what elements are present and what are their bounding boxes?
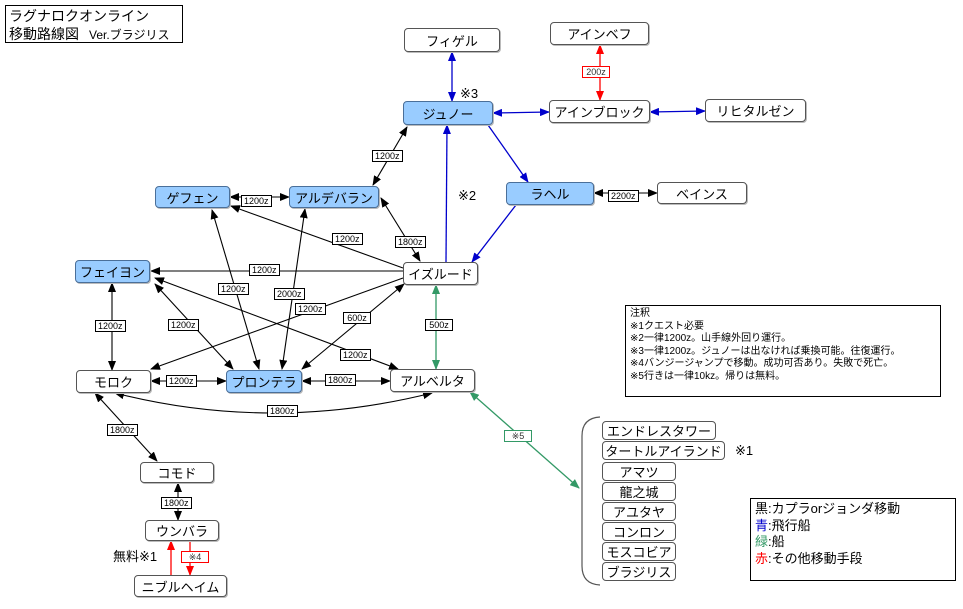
note-line: ※5行きは一律10kz。帰りは無料。 [630, 370, 786, 382]
island-moscovia[interactable]: モスコビア [602, 542, 676, 561]
title-line1: ラグナロクオンライン [9, 8, 149, 24]
edge-izlude-geffen [230, 205, 404, 269]
edge-label-morroc-prontera: 1200z [166, 375, 197, 387]
legend-text: :飛行船 [768, 517, 811, 533]
island-turtle-island[interactable]: タートルアイランド [602, 441, 725, 460]
island-amatsu[interactable]: アマツ [602, 462, 676, 481]
node-lighthalzen[interactable]: リヒタルゼン [705, 99, 806, 122]
title-main: 移動路線図 [9, 26, 79, 42]
notes-heading: 注釈 [630, 308, 650, 319]
edge-label-payon-prontera: 1200z [168, 319, 199, 331]
edge-label-izlude-geffen: 1200z [332, 233, 363, 245]
note-line: ※4バンジージャンプで移動。成功可否あり。失敗で死亡。 [630, 358, 894, 369]
notes-box: 注釈 ※1クエスト必要 ※2一律1200z。山手線外回り運行。 ※3一律1200… [625, 305, 941, 397]
legend-box: 黒:カプラorジョンダ移動 青:飛行船 緑:船 赤:その他移動手段 [750, 498, 956, 581]
juno-note-mark: ※3 [460, 86, 479, 101]
island-kunlun[interactable]: コンロン [602, 522, 676, 541]
note-line: ※1クエスト必要 [630, 320, 704, 332]
edge-label-aldebaran-prontera: 2000z [274, 288, 305, 300]
legend-key: 青 [755, 517, 769, 533]
node-comodo[interactable]: コモド [140, 462, 214, 483]
title-version: Ver.ブラジリス [89, 28, 170, 42]
map-title: ラグナロクオンライン 移動路線図 Ver.ブラジリス [5, 5, 183, 43]
island-endless-tower[interactable]: エンドレスタワー [602, 421, 716, 440]
node-payon[interactable]: フェイヨン [75, 260, 150, 283]
edge-label-payon-morroc: 1200z [95, 320, 126, 332]
edge-aldebaran-izlude [380, 197, 421, 262]
island-louyang[interactable]: 龍之城 [602, 482, 676, 501]
turtle-island-note-mark: ※1 [735, 443, 754, 458]
node-alberta[interactable]: アルベルタ [390, 369, 475, 392]
node-veins[interactable]: ベインス [657, 182, 747, 204]
edge-label-aldebaran-izlude: 1800z [395, 236, 426, 248]
edge-juno-einbroch [492, 108, 550, 117]
island-brasilis[interactable]: ブラジリス [602, 562, 676, 581]
note-line: ※3一律1200z。ジュノーは出なければ乗換可能。往復運行。 [630, 345, 901, 357]
node-prontera[interactable]: プロンテラ [226, 370, 302, 393]
edge-label-payon-alberta: 1200z [340, 349, 371, 361]
edge-label-niflheim-umbala: 無料※1 [113, 549, 158, 564]
node-juno[interactable]: ジュノー [403, 101, 493, 125]
node-einbech[interactable]: アインベフ [550, 22, 649, 45]
title-line2: 移動路線図 Ver.ブラジリス [9, 25, 182, 44]
edge-label-aldebaran-juno: 1200z [372, 150, 403, 162]
edge-label-umbala-niflheim: ※4 [181, 551, 209, 563]
edge-label-izlude-morroc: 1200z [295, 303, 326, 315]
node-geffen[interactable]: ゲフェン [155, 186, 230, 208]
legend-text: :船 [768, 534, 785, 549]
legend-key: 緑 [755, 534, 769, 549]
edge-izlude-juno [442, 124, 451, 263]
edge-label-prontera-alberta: 1800z [325, 374, 356, 386]
airship-loop-note-mark: ※2 [458, 188, 477, 203]
node-izlude[interactable]: イズルード [403, 262, 478, 285]
legend-text: :その他移動手段 [768, 550, 863, 566]
edge-label-einbroch-einbech: 200z [582, 66, 610, 78]
node-niflheim[interactable]: ニブルヘイム [134, 575, 227, 597]
edge-label-izlude-payon: 1200z [249, 264, 280, 276]
note-line: ※2一律1200z。山手線外回り運行。 [630, 333, 792, 344]
legend-item-ship: 緑:船 [755, 534, 951, 551]
node-rachel[interactable]: ラヘル [506, 182, 594, 205]
legend-key: 黒 [755, 501, 769, 516]
edge-label-rachel-veins: 2200z [608, 190, 639, 202]
legend-key: 赤 [755, 550, 769, 566]
node-figel[interactable]: フィゲル [404, 28, 500, 52]
edge-label-izlude-alberta: 500z [425, 319, 453, 331]
node-umbala[interactable]: ウンバラ [145, 520, 219, 541]
legend-text: :カプラorジョンダ移動 [768, 501, 901, 516]
edge-label-morroc-alberta: 1800z [267, 405, 298, 417]
island-ayothaya[interactable]: アユタヤ [602, 502, 676, 521]
legend-item-other: 赤:その他移動手段 [755, 551, 951, 568]
edge-einbroch-lighthalzen [649, 107, 706, 116]
legend-item-airship: 青:飛行船 [755, 518, 951, 535]
node-einbroch[interactable]: アインブロック [549, 100, 650, 123]
islands-bracket [581, 416, 601, 586]
edge-rachel-izlude [471, 204, 517, 263]
edge-label-comodo-umbala: 1800z [161, 497, 192, 509]
edge-label-geffen-aldebaran: 1200z [241, 195, 272, 207]
edge-label-alberta-islands: ※5 [504, 430, 532, 442]
edge-label-morroc-comodo: 1800z [107, 424, 138, 436]
node-aldebaran[interactable]: アルデバラン [289, 186, 379, 208]
legend-item-kafra: 黒:カプラorジョンダ移動 [755, 501, 951, 518]
edge-label-geffen-prontera: 1200z [218, 283, 249, 295]
node-morroc[interactable]: モロク [76, 370, 151, 393]
edge-label-izlude-prontera: 600z [343, 312, 371, 324]
edge-juno-rachel [487, 124, 529, 183]
